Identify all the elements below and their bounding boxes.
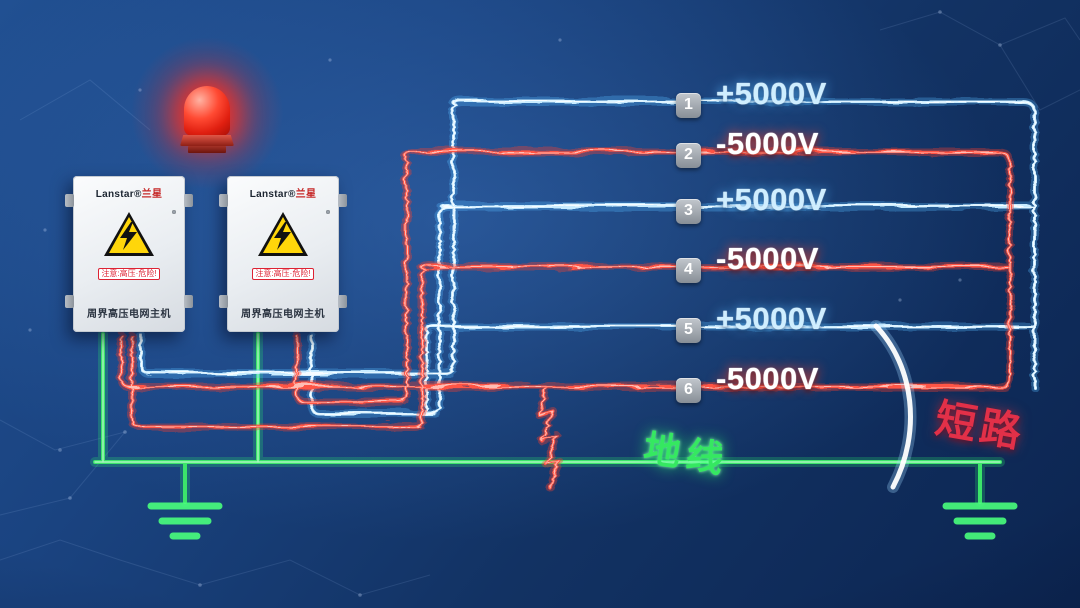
- wire-5-voltage-label: +5000V: [716, 301, 827, 336]
- mounting-tab: [184, 295, 193, 308]
- wire-5-number-badge: 5: [676, 317, 701, 343]
- brand-label: Lanstar®兰星: [95, 189, 163, 200]
- mounting-tab: [338, 194, 347, 207]
- beacon-foot: [188, 146, 226, 153]
- wire-1-number-badge: 1: [676, 92, 701, 118]
- beacon-dome: [184, 86, 230, 136]
- wire-4-row: 4 -5000V: [676, 241, 819, 288]
- wire-3-number-badge: 3: [676, 198, 701, 224]
- earth-symbol-right-bars: [942, 502, 1018, 540]
- wire-6-number-badge: 6: [676, 377, 701, 403]
- wire-6-voltage-label: -5000V: [716, 361, 819, 396]
- high-voltage-warning-icon: [104, 212, 154, 256]
- earth-symbol-left-bars: [147, 502, 223, 540]
- brand-label: Lanstar®兰星: [249, 189, 317, 200]
- warning-text: 注意:高压·危险!: [252, 268, 314, 280]
- wire-6-row: 6 -5000V: [676, 361, 819, 408]
- device-model-label: 周界高压电网主机: [241, 309, 325, 320]
- wire-1-voltage-label: +5000V: [716, 76, 827, 111]
- wire-1-row: 1 +5000V: [676, 76, 827, 123]
- wire-2-voltage-label: -5000V: [716, 126, 819, 161]
- device-model-label: 周界高压电网主机: [87, 309, 171, 320]
- grid-host-device-2: Lanstar®兰星 注意:高压·危险! 周界高压电网主机: [219, 176, 347, 332]
- alarm-beacon: [130, 36, 284, 190]
- wire-4-number-badge: 4: [676, 257, 701, 283]
- wire-3-voltage-label: +5000V: [716, 182, 827, 217]
- warning-sticker: 注意:高压·危险!: [227, 210, 339, 281]
- high-voltage-warning-icon: [258, 212, 308, 256]
- mounting-tab: [184, 194, 193, 207]
- wire-2-row: 2 -5000V: [676, 126, 819, 173]
- wire-5-row: 5 +5000V: [676, 301, 827, 348]
- wire-2-number-badge: 2: [676, 142, 701, 168]
- warning-sticker: 注意:高压·危险!: [73, 210, 185, 281]
- mounting-tab: [338, 295, 347, 308]
- grid-host-device-1: Lanstar®兰星 注意:高压·危险! 周界高压电网主机: [65, 176, 193, 332]
- wire-4-voltage-label: -5000V: [716, 241, 819, 276]
- beacon-base: [180, 135, 234, 146]
- wire-3-row: 3 +5000V: [676, 182, 827, 229]
- warning-text: 注意:高压·危险!: [98, 268, 160, 280]
